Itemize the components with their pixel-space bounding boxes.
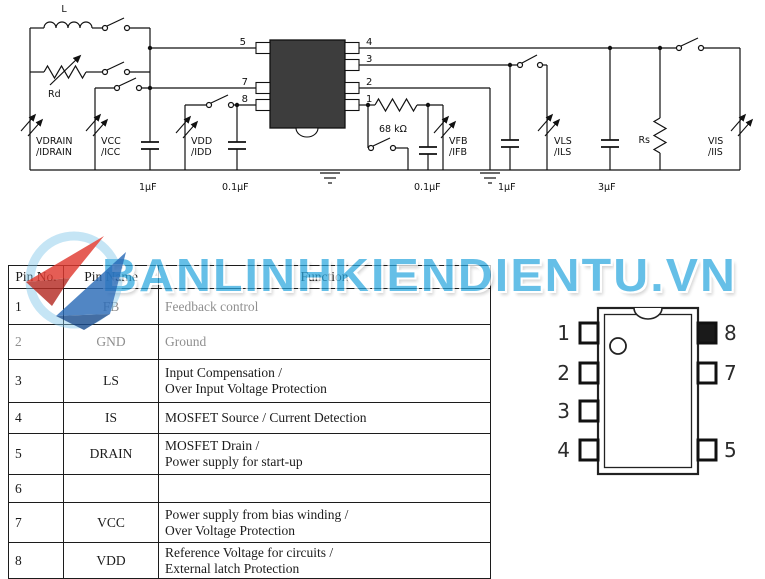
table-row: 4 IS MOSFET Source / Current Detection (8, 402, 491, 434)
application-circuit-schematic: 5 7 8 4 3 2 1 L Rd 68 kΩ Rs 1µF 0.1µF 0.… (0, 4, 765, 193)
pinout-number-7: 7 (724, 361, 737, 385)
vis-label: VIS (708, 136, 723, 147)
junction-dots (147, 45, 663, 108)
rd-resistor (43, 64, 87, 80)
cap5-label: 3µF (598, 182, 616, 193)
pin-no: 6 (8, 474, 64, 503)
r68k-label: 68 kΩ (379, 124, 407, 135)
pin-no: 4 (8, 402, 64, 434)
package-body (596, 306, 700, 476)
ic-notch (295, 127, 319, 138)
package-pinout-diagram: 1 2 3 4 8 7 5 (557, 306, 737, 476)
table-row: 2 GND Ground (8, 324, 491, 360)
ic-pin8-number: 8 (242, 94, 248, 105)
pinout-number-3: 3 (557, 399, 570, 423)
pin-function: Input Compensation / Over Input Voltage … (158, 359, 491, 403)
pinout-number-5: 5 (724, 438, 737, 462)
ic-pin5-number: 5 (240, 37, 246, 48)
pin-name (63, 474, 159, 503)
pin-function: Ground (158, 324, 491, 360)
pin-name: DRAIN (63, 433, 159, 475)
table-row: 1 FB Feedback control (8, 288, 491, 325)
inductor-coil (43, 21, 93, 29)
vfb-label: VFB (449, 136, 467, 147)
pin-name: VDD (63, 542, 159, 579)
ic-pin7-number: 7 (242, 77, 248, 88)
pin-no: 7 (8, 502, 64, 543)
rd-label: Rd (48, 89, 61, 100)
pin-no: 8 (8, 542, 64, 579)
pin-function: Feedback control (158, 288, 491, 325)
pin-function: MOSFET Drain / Power supply for start-up (158, 433, 491, 475)
pin-name: IS (63, 402, 159, 434)
vdd-label: VDD (191, 136, 212, 147)
pin-no: 3 (8, 359, 64, 403)
table-row: 6 (8, 474, 491, 503)
pin-no: 2 (8, 324, 64, 360)
pinout-number-8: 8 (724, 321, 737, 345)
pinout-number-1: 1 (557, 321, 570, 345)
pinout-numbers: 1 2 3 4 8 7 5 (557, 321, 736, 462)
ic-pin1-number: 1 (366, 94, 372, 105)
table-header-row: Pin No. Pin Name Function (8, 265, 491, 289)
pin-function (158, 474, 491, 503)
inductor-label: L (61, 4, 67, 15)
col-header-pin-name: Pin Name (63, 265, 159, 289)
vcc-label: VCC (101, 136, 121, 147)
cap1-label: 1µF (139, 182, 157, 193)
vdrain-label: VDRAIN (36, 136, 72, 147)
pinout-number-2: 2 (557, 361, 570, 385)
pin-function: Reference Voltage for circuits / Externa… (158, 542, 491, 579)
package-notch (633, 307, 663, 320)
pin1-indicator-dot (609, 337, 627, 355)
rs-resistor (652, 117, 668, 154)
cap3-label: 0.1µF (414, 182, 441, 193)
cap2-label: 0.1µF (222, 182, 249, 193)
idd-label: /IDD (191, 147, 212, 158)
table-row: 3 LS Input Compensation / Over Input Vol… (8, 359, 491, 403)
idrain-label: /IDRAIN (36, 147, 72, 158)
vls-label: VLS (554, 136, 572, 147)
pin-function-table: Pin No. Pin Name Function 1 FB Feedback … (8, 265, 491, 579)
package-pins (578, 321, 718, 462)
pinout-number-4: 4 (557, 438, 570, 462)
pin-function: Power supply from bias winding / Over Vo… (158, 502, 491, 543)
cap4-label: 1µF (498, 182, 516, 193)
pin-function: MOSFET Source / Current Detection (158, 402, 491, 434)
col-header-pin-no: Pin No. (8, 265, 64, 289)
ils-label: /ILS (554, 147, 571, 158)
table-row: 5 DRAIN MOSFET Drain / Power supply for … (8, 433, 491, 475)
table-row: 8 VDD Reference Voltage for circuits / E… (8, 542, 491, 579)
pin-name: GND (63, 324, 159, 360)
pin-name: VCC (63, 502, 159, 543)
ic-pin3-number: 3 (366, 54, 372, 65)
table-row: 7 VCC Power supply from bias winding / O… (8, 502, 491, 543)
ground-symbol (320, 172, 500, 184)
schematic-labels: 5 7 8 4 3 2 1 L Rd 68 kΩ Rs 1µF 0.1µF 0.… (36, 4, 723, 193)
ifb-label: /IFB (449, 147, 467, 158)
ic-pin4-number: 4 (366, 37, 372, 48)
pin-name: LS (63, 359, 159, 403)
ic-package (255, 39, 360, 138)
icc-label: /ICC (101, 147, 121, 158)
iis-label: /IIS (708, 147, 723, 158)
pin-name: FB (63, 288, 159, 325)
ic-pin2-number: 2 (366, 77, 372, 88)
schematic-wires (29, 17, 741, 184)
pin-no: 5 (8, 433, 64, 475)
col-header-function: Function (158, 265, 491, 289)
rs-label: Rs (638, 135, 650, 146)
pin-no: 1 (8, 288, 64, 325)
r68k-resistor (374, 97, 418, 113)
